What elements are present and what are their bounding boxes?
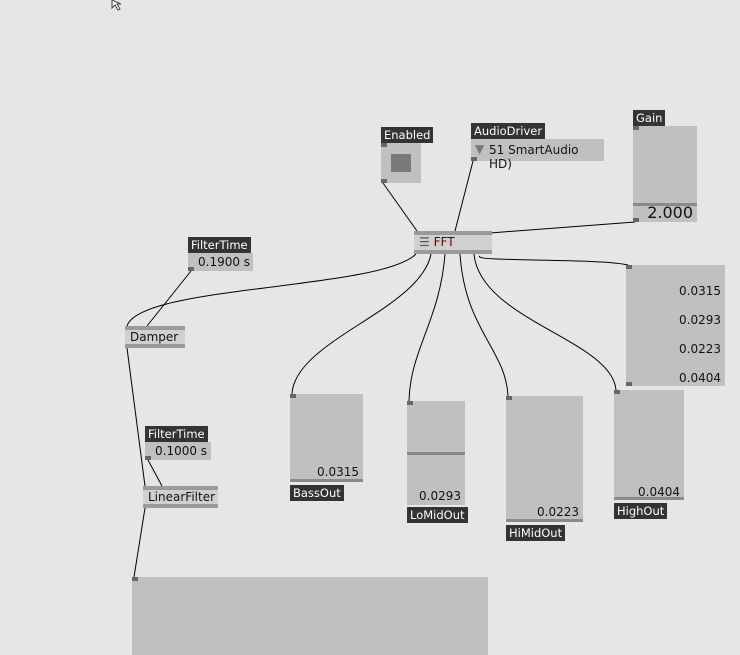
highout-value: 0.0404 — [638, 485, 680, 499]
dropdown-triangle-icon: ▼ — [475, 142, 485, 156]
bassout-label: BassOut — [290, 485, 344, 501]
toggle-square-icon — [391, 154, 411, 172]
spread-value: 0.0293 — [679, 313, 721, 327]
lomidout-slider[interactable]: 0.0293 — [407, 401, 465, 505]
himidout-value: 0.0223 — [537, 505, 579, 519]
highout-slider[interactable]: 0.0404 — [614, 390, 684, 500]
gain-slider[interactable]: 2.000 — [633, 126, 697, 222]
highout-label: HighOut — [614, 503, 668, 519]
filtertime-2-input[interactable]: 0.1000 s — [145, 442, 211, 460]
filtertime-1-value: 0.1900 s — [198, 255, 251, 269]
filtertime-1-label: FilterTime — [188, 237, 251, 253]
audiodriver-label: AudioDriver — [471, 123, 546, 139]
gain-value: 2.000 — [647, 203, 693, 222]
mouse-cursor-icon — [111, 0, 122, 11]
enabled-toggle[interactable] — [381, 143, 421, 183]
spread-value: 0.0315 — [679, 284, 721, 298]
fft-node[interactable]: ☰ FFT — [414, 231, 492, 254]
audiodriver-value: 51 SmartAudio HD) — [489, 143, 579, 171]
spread-value: 0.0223 — [679, 342, 721, 356]
linearfilter-node-label: LinearFilter — [148, 490, 216, 504]
lomidout-label: LoMidOut — [407, 507, 468, 523]
bassout-value: 0.0315 — [317, 465, 359, 479]
damper-node-label: Damper — [130, 330, 179, 344]
fft-node-label: FFT — [433, 235, 455, 249]
bassout-slider[interactable]: 0.0315 — [290, 394, 363, 482]
audiodriver-enum[interactable]: ▼ 51 SmartAudio HD) — [471, 139, 604, 171]
linearfilter-node[interactable]: LinearFilter — [143, 486, 218, 508]
himidout-slider[interactable]: 0.0223 — [506, 396, 583, 522]
lomidout-value: 0.0293 — [419, 489, 461, 503]
gain-label: Gain — [633, 110, 666, 126]
filtertime-2-value: 0.1000 s — [155, 444, 208, 458]
filtertime-2-label: FilterTime — [145, 426, 208, 442]
enabled-label: Enabled — [381, 127, 434, 143]
himidout-label: HiMidOut — [506, 525, 566, 541]
spectrum-icon: ☰ — [419, 235, 430, 249]
filtertime-1-input[interactable]: 0.1900 s — [188, 253, 253, 271]
spread-value: 0.0404 — [679, 371, 721, 385]
spread-values-box[interactable]: 0.0315 0.0293 0.0223 0.0404 — [626, 265, 725, 386]
output-box[interactable] — [132, 577, 488, 655]
damper-node[interactable]: Damper — [125, 326, 185, 348]
